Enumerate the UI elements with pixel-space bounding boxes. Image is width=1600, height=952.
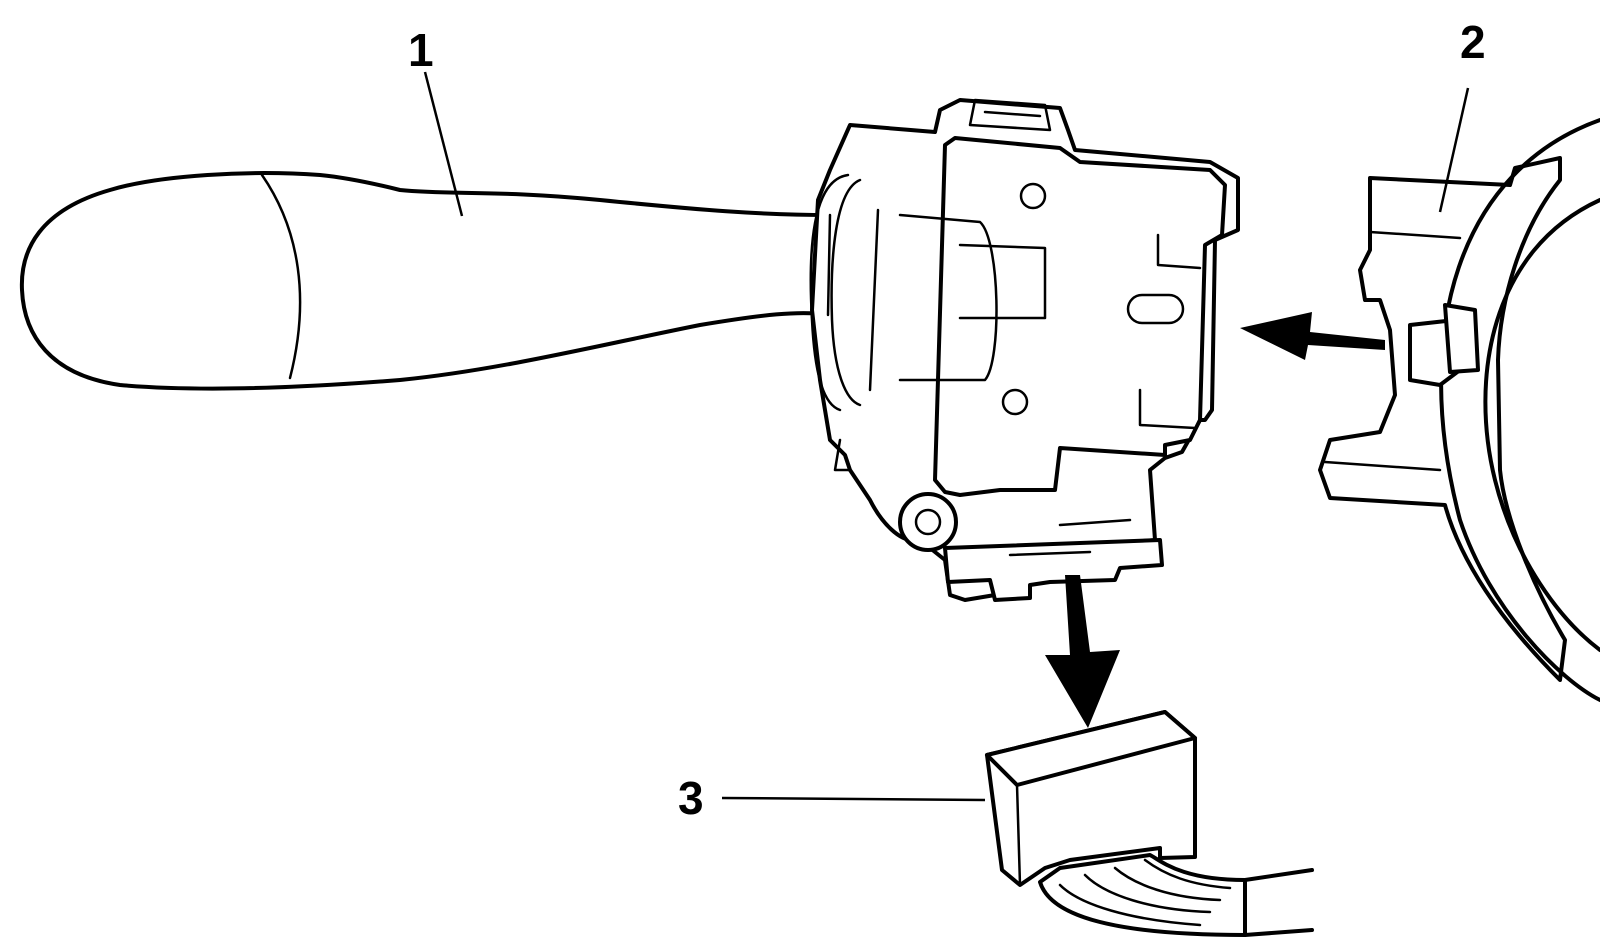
callout-1: 1 [408,24,434,76]
leader-line-1 [423,71,464,217]
callout-3: 3 [678,772,704,824]
electrical-connector [985,710,1314,937]
leader-line-3 [721,796,986,802]
arrow-down [1045,575,1120,728]
callout-2: 2 [1460,16,1486,68]
arrow-left [1240,312,1385,360]
switch-lever [19,171,832,391]
leader-line-2 [1438,87,1470,213]
switch-assembly [809,98,1240,602]
clockspring-housing [1318,118,1600,702]
